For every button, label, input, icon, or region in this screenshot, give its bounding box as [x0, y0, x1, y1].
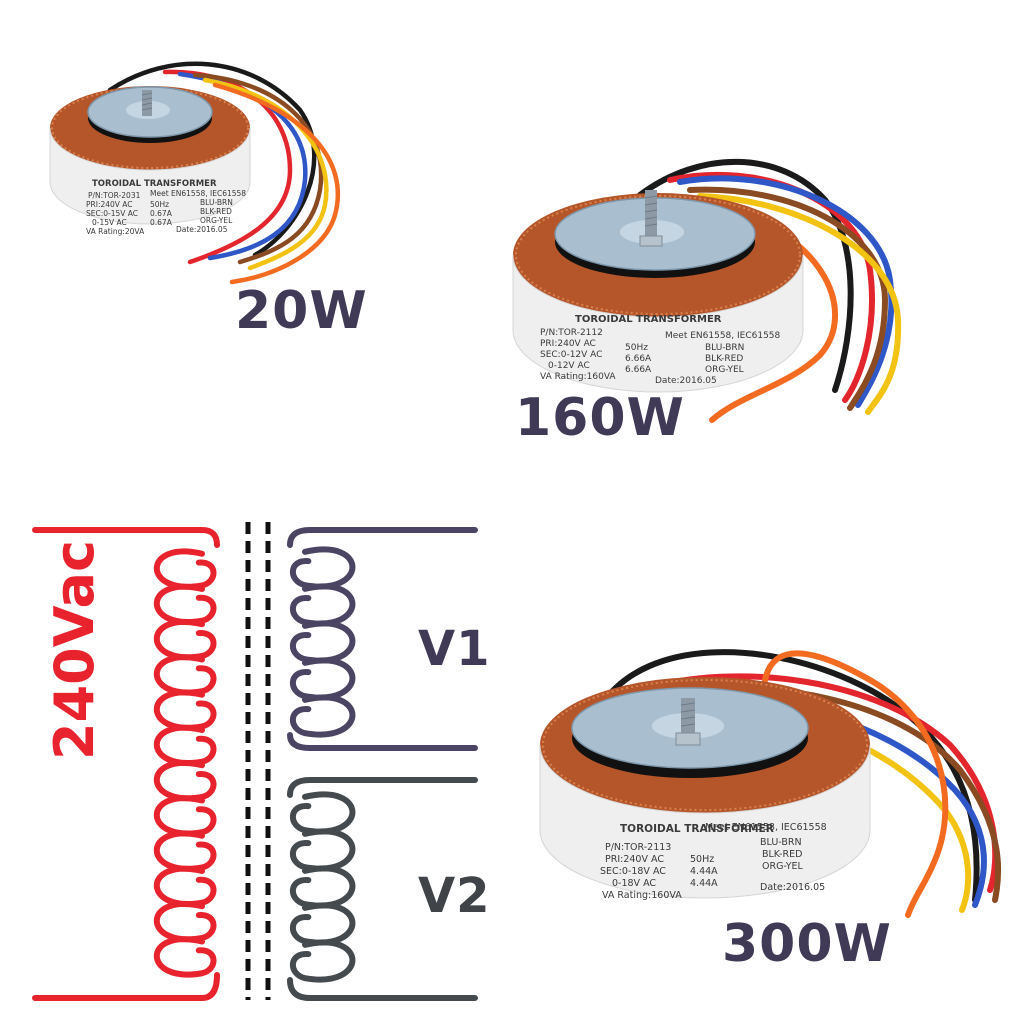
plate-sec-20w: SEC:0-15V AC	[86, 209, 138, 218]
plate-pn-160w: P/N:TOR-2112	[540, 328, 603, 338]
plate-wire3-20w: ORG-YEL	[200, 216, 233, 225]
plate-sec-160w: SEC:0-12V AC	[540, 350, 602, 360]
plate-date-300w: Date:2016.05	[760, 882, 825, 893]
transformer-300w: TOROIDAL TRANSFORMER Meet EN61558, IEC61…	[539, 649, 1002, 918]
plate-va-300w: VA Rating:160VA	[602, 890, 682, 901]
plate-wire3-300w: ORG-YEL	[762, 861, 804, 872]
plate-wire1-300w: BLU-BRN	[760, 837, 802, 848]
secondary-coil-1	[287, 527, 478, 751]
plate-standard-20w: Meet EN61558, IEC61558	[150, 189, 246, 198]
plate-freq-160w: 50Hz	[625, 343, 648, 353]
lead-wires-20w	[107, 61, 341, 285]
plate-current1-20w: 0.67A	[150, 209, 173, 218]
transformer-160w: TOROIDAL TRANSFORMER Meet EN61558, IEC61…	[512, 158, 902, 423]
plate-title-160w: TOROIDAL TRANSFORMER	[575, 314, 722, 325]
plate-standard-160w: Meet EN61558, IEC61558	[665, 331, 781, 341]
plate-title-300w: TOROIDAL TRANSFORMER	[620, 823, 774, 835]
plate-sec-300w: SEC:0-18V AC	[600, 866, 666, 877]
plate-freq-20w: 50Hz	[150, 200, 169, 209]
plate-pri-300w: PRI:240V AC	[605, 854, 664, 865]
plate-current1-300w: 4.44A	[690, 866, 718, 877]
plate-freq-300w: 50Hz	[690, 854, 714, 865]
core	[245, 522, 271, 1000]
secondary-coil-2	[287, 777, 478, 1001]
secondary-2-label: V2	[418, 868, 491, 924]
secondary-winding-2	[287, 777, 478, 1001]
primary-coil	[32, 527, 220, 1001]
plate-wire3-160w: ORG-YEL	[705, 365, 744, 375]
plate-wire1-20w: BLU-BRN	[200, 198, 233, 207]
plate-current1-160w: 6.66A	[625, 354, 652, 364]
plate-wire2-300w: BLK-RED	[762, 849, 802, 860]
secondary-winding-1	[287, 527, 478, 751]
plate-wire1-160w: BLU-BRN	[705, 343, 744, 353]
plate-current2-300w: 4.44A	[690, 878, 718, 889]
primary-voltage-label: 240Vac	[43, 539, 106, 760]
rating-label-20w: 20W	[235, 281, 368, 341]
plate-wire2-20w: BLK-RED	[200, 207, 232, 216]
plate-pn-20w: P/N:TOR-2031	[88, 191, 141, 200]
plate-pri-20w: PRI:240V AC	[86, 200, 133, 209]
plate-standard-300w: Meet EN61558, IEC61558	[705, 822, 827, 833]
plate-sec2-160w: 0-12V AC	[548, 361, 590, 371]
plate-title-20w: TOROIDAL TRANSFORMER	[92, 179, 217, 189]
transformer-schematic	[32, 522, 478, 1001]
primary-winding	[32, 527, 220, 1001]
plate-va-160w: VA Rating:160VA	[540, 372, 616, 382]
rating-label-300w: 300W	[722, 914, 892, 974]
rating-label-160w: 160W	[515, 388, 685, 448]
plate-current2-20w: 0.67A	[150, 218, 173, 227]
plate-date-20w: Date:2016.05	[176, 225, 228, 234]
plate-va-20w: VA Rating:20VA	[86, 227, 145, 236]
plate-date-160w: Date:2016.05	[655, 376, 717, 386]
transformer-20w: TOROIDAL TRANSFORMER Meet EN61558, IEC61…	[49, 61, 341, 285]
plate-sec2-300w: 0-18V AC	[612, 878, 656, 889]
plate-pn-300w: P/N:TOR-2113	[605, 842, 671, 853]
plate-pri-160w: PRI:240V AC	[540, 339, 596, 349]
plate-sec2-20w: 0-15V AC	[92, 218, 127, 227]
plate-wire2-160w: BLK-RED	[705, 354, 743, 364]
plate-current2-160w: 6.66A	[625, 365, 652, 375]
secondary-1-label: V1	[418, 621, 491, 677]
